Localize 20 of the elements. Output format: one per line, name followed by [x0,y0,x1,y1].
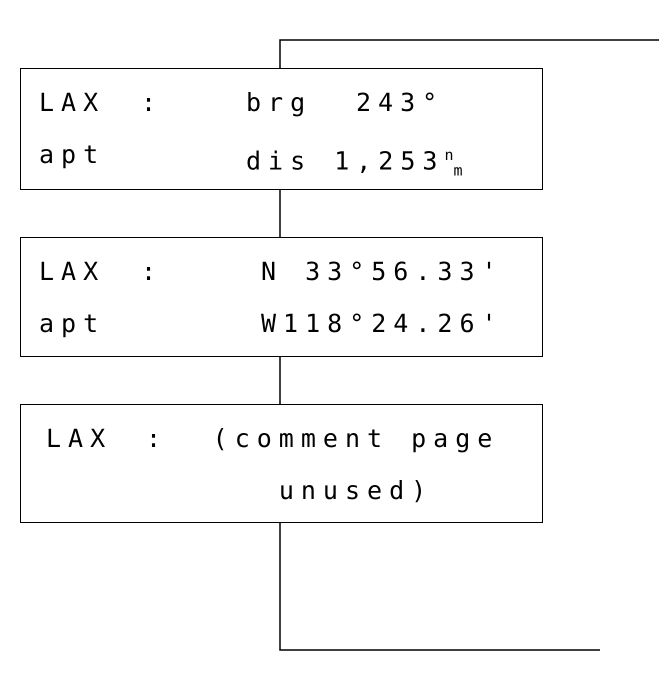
display-text: apt [39,308,106,340]
display-text: (comment page unused) [212,423,500,507]
display-text: LAX [46,423,112,455]
display-text: : [141,256,164,288]
connector-line [279,357,281,404]
display-text: brg [246,87,312,119]
display-text: : [146,423,168,455]
display-text: LAX [39,87,106,119]
display-text: LAX [39,256,106,288]
connector-line [279,190,281,237]
display-text: N 33°56.33' [261,256,504,288]
display-text: 243° [356,87,444,119]
display-text: apt [39,139,106,171]
display-box [20,68,543,190]
display-text: W118°24.26' [261,308,504,340]
connector-line [279,523,600,651]
display-text: : [141,87,164,119]
connector-line [279,39,659,68]
display-box [20,404,543,523]
display-box [20,237,543,357]
